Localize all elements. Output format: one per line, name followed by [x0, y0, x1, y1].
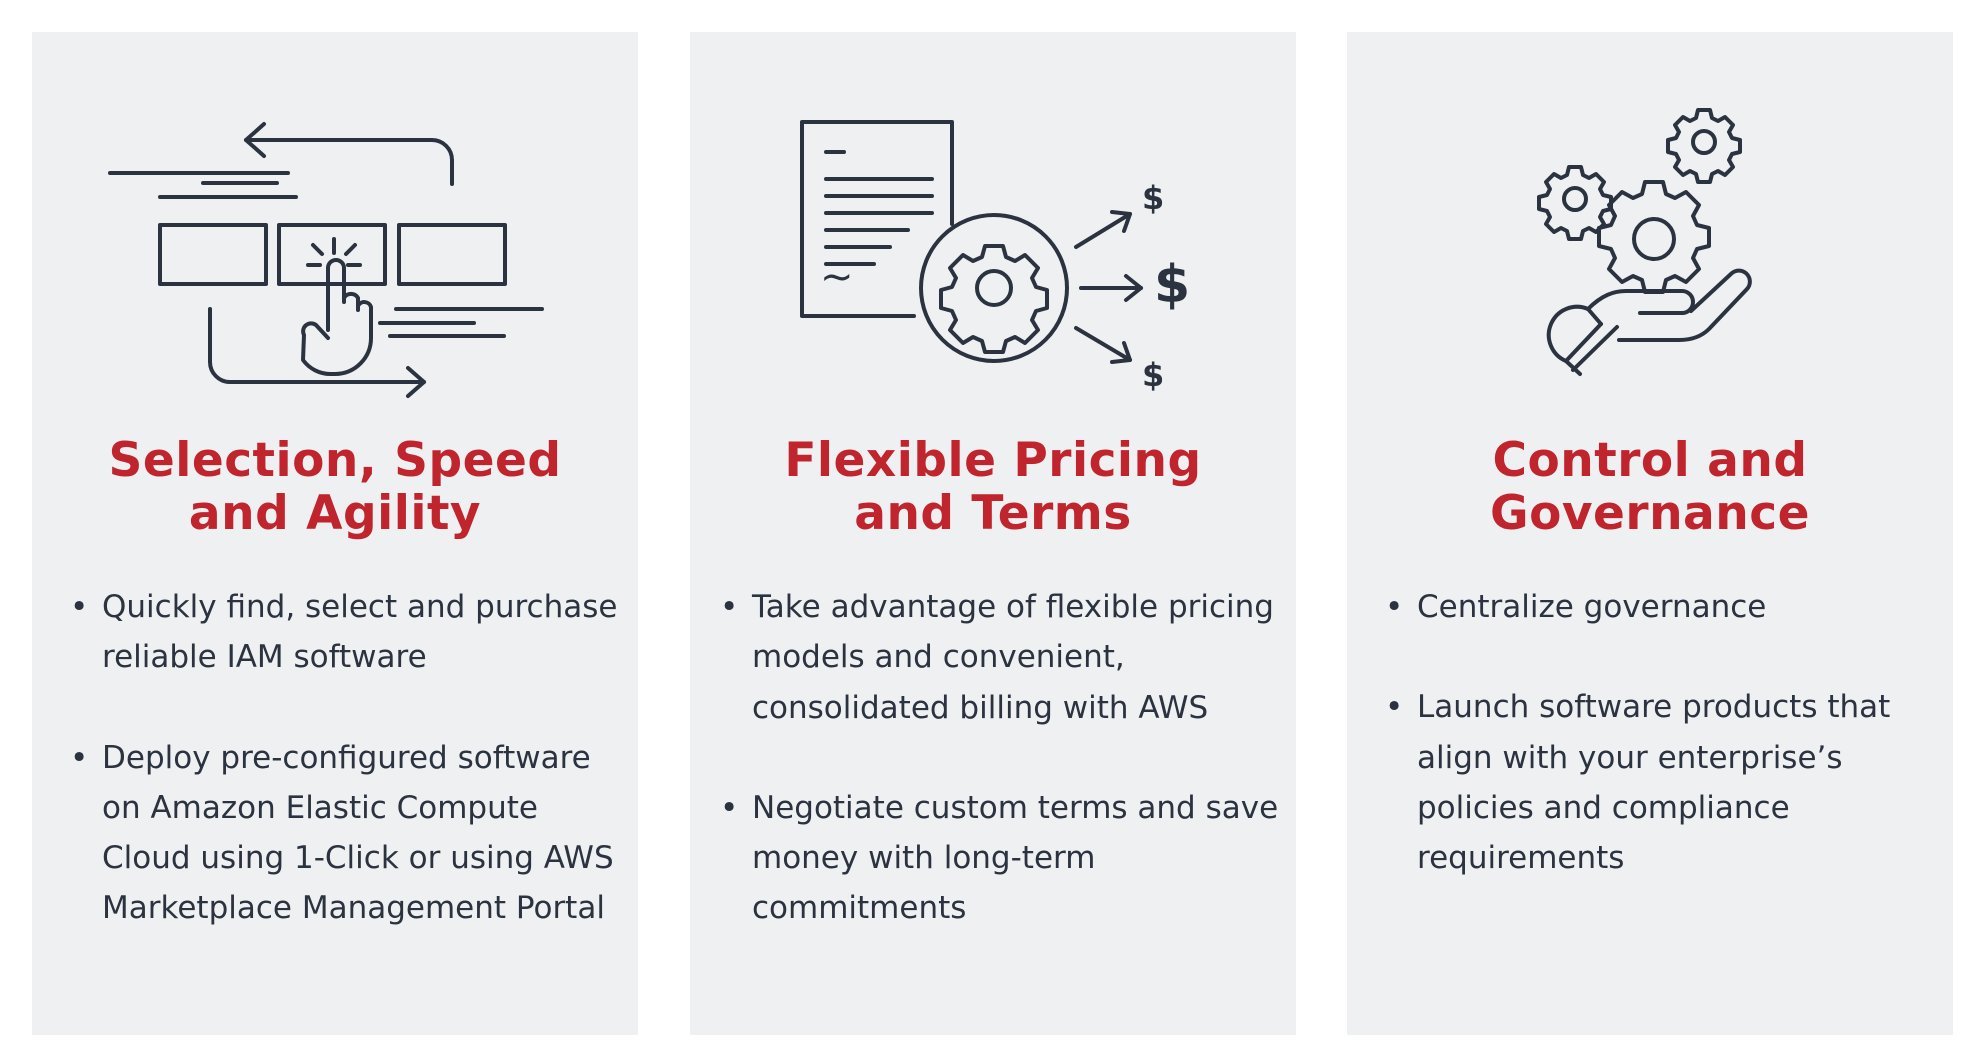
list-item: Launch software products that align with…: [1385, 682, 1945, 883]
list-item: Centralize governance: [1385, 582, 1945, 633]
list-item: Take advantage of flexible pricing model…: [720, 582, 1280, 733]
feature-card-pricing: ~ $ $ $ Flexible Pricing and Terms Take …: [690, 32, 1296, 1035]
card-title: Selection, Speed and Agility: [108, 433, 562, 541]
feature-card-governance: Control and Governance Centralize govern…: [1347, 32, 1953, 1035]
list-item: Quickly find, select and purchase reliab…: [70, 582, 630, 683]
hand-gears-icon: [1347, 72, 1953, 412]
tilde-mark: ~: [820, 254, 854, 300]
bullet-list: Centralize governance Launch software pr…: [1385, 582, 1945, 933]
dollar-sign-bottom: $: [1142, 356, 1165, 394]
click-workflow-icon: [32, 72, 638, 412]
list-item: Negotiate custom terms and save money wi…: [720, 783, 1280, 934]
feature-card-selection: Selection, Speed and Agility Quickly fin…: [32, 32, 638, 1035]
dollar-sign-top: $: [1142, 179, 1165, 217]
bullet-list: Quickly find, select and purchase reliab…: [70, 582, 630, 984]
card-title: Flexible Pricing and Terms: [784, 433, 1202, 541]
contract-gear-dollar-icon: ~ $ $ $: [690, 72, 1296, 412]
dollar-sign-middle: $: [1154, 255, 1191, 315]
card-title: Control and Governance: [1490, 433, 1810, 541]
bullet-list: Take advantage of flexible pricing model…: [720, 582, 1280, 984]
list-item: Deploy pre-configured software on Amazon…: [70, 733, 630, 934]
